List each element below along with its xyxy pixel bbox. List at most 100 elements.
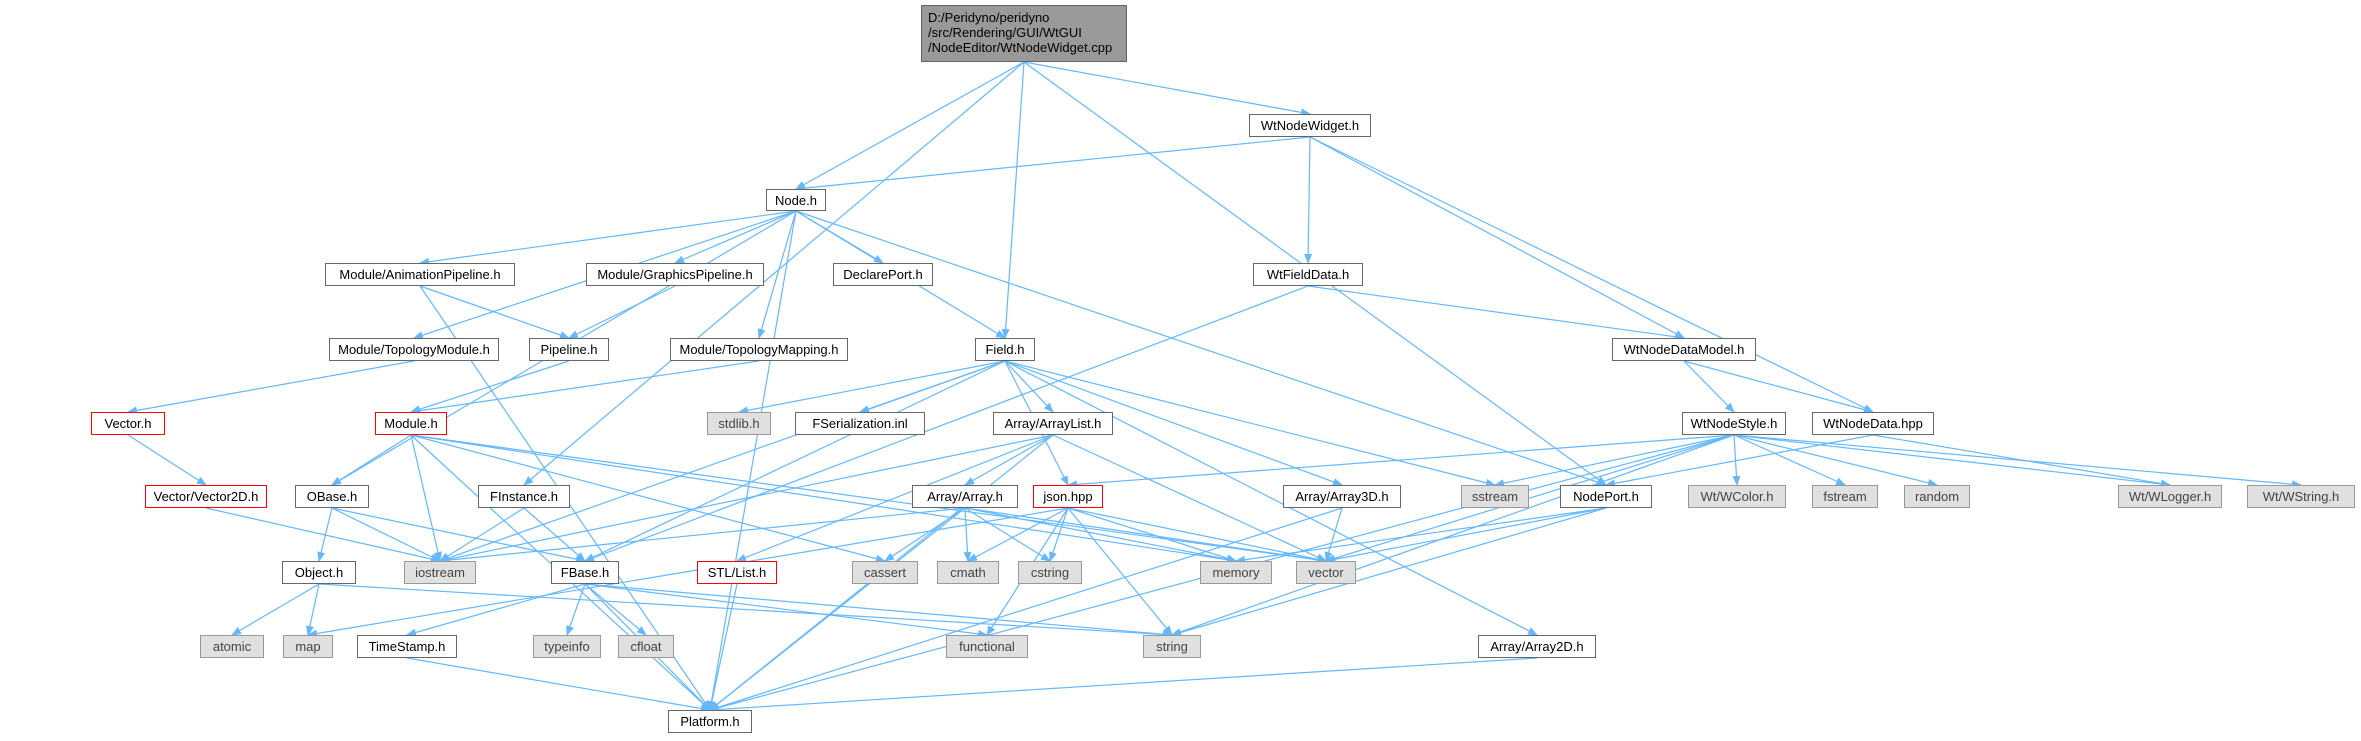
edge-node-h-to-nodeport [795, 210, 1607, 486]
node-timestamp[interactable]: TimeStamp.h [357, 635, 457, 658]
edge-array-h-to-platform [709, 507, 966, 711]
node-typeinfo[interactable]: typeinfo [533, 635, 601, 658]
node-node-h[interactable]: Node.h [766, 189, 826, 211]
edge-fbase-to-typeinfo [566, 583, 586, 636]
node-field-h[interactable]: Field.h [975, 338, 1035, 361]
node-cfloat[interactable]: cfloat [618, 635, 674, 658]
edge-topology-mapping-to-module-h [410, 360, 760, 415]
edge-vector-h-to-vector2d [127, 434, 207, 486]
node-fbase[interactable]: FBase.h [551, 561, 619, 584]
edge-fbase-to-cfloat [584, 583, 647, 636]
edge-node-h-to-animation-pipeline [419, 210, 797, 266]
edge-root-file-node-to-wtnodewidget-h [1023, 61, 1311, 117]
node-fstream[interactable]: fstream [1812, 485, 1878, 508]
edge-wtfielddata-to-fbase [584, 285, 1309, 562]
edge-nodeport-to-string [1171, 507, 1607, 637]
edge-wtnodewidget-h-to-wtnodedata [1309, 136, 1874, 413]
root-path-line-3: /NodeEditor/WtNodeWidget.cpp [928, 40, 1113, 55]
node-wtnodestyle[interactable]: WtNodeStyle.h [1682, 412, 1786, 435]
node-arraylist[interactable]: Array/ArrayList.h [993, 412, 1113, 435]
node-nodeport[interactable]: NodePort.h [1560, 485, 1652, 508]
edge-json-to-memory [1067, 507, 1237, 563]
edge-object-h-to-atomic [231, 583, 320, 636]
edge-wtnodewidget-h-to-node-h [795, 136, 1311, 193]
node-animation-pipeline[interactable]: Module/AnimationPipeline.h [325, 263, 515, 286]
node-vector-h[interactable]: Vector.h [91, 412, 165, 435]
node-wtfielddata[interactable]: WtFieldData.h [1253, 263, 1363, 286]
node-wtlogger[interactable]: Wt/WLogger.h [2118, 485, 2222, 508]
edge-nodeport-to-vector-std [1325, 507, 1607, 564]
edge-fbase-to-string [584, 583, 1173, 639]
edge-module-h-to-iostream [410, 434, 442, 562]
edge-topology-module-to-vector-h [127, 360, 415, 415]
edge-timestamp-to-platform [406, 657, 711, 713]
edge-field-h-to-fbase [584, 360, 1006, 562]
node-array3d[interactable]: Array/Array3D.h [1283, 485, 1401, 508]
node-wtnodewidget-h[interactable]: WtNodeWidget.h [1249, 114, 1371, 137]
edge-module-h-to-vector-std [410, 434, 1327, 564]
node-stdlib[interactable]: stdlib.h [707, 412, 771, 435]
node-module-h[interactable]: Module.h [375, 412, 447, 435]
node-cassert[interactable]: cassert [852, 561, 918, 584]
edge-field-h-to-array2d [1004, 360, 1538, 636]
node-wtnodedatamodel[interactable]: WtNodeDataModel.h [1612, 338, 1756, 361]
edge-json-to-map [307, 507, 1069, 638]
edge-json-to-cmath [967, 507, 1069, 562]
edge-object-h-to-string [318, 583, 1173, 639]
node-pipeline[interactable]: Pipeline.h [529, 338, 609, 361]
node-atomic[interactable]: atomic [200, 635, 264, 658]
node-obase[interactable]: OBase.h [295, 485, 369, 508]
edge-wtnodestyle-to-vector-std [1325, 434, 1735, 563]
node-iostream[interactable]: iostream [404, 561, 476, 584]
edge-node-h-to-graphics-pipeline [674, 210, 797, 264]
node-vector-std[interactable]: vector [1296, 561, 1356, 584]
node-graphics-pipeline[interactable]: Module/GraphicsPipeline.h [586, 263, 764, 286]
node-random[interactable]: random [1904, 485, 1970, 508]
node-fserialization[interactable]: FSerialization.inl [795, 412, 925, 435]
node-platform[interactable]: Platform.h [668, 710, 752, 733]
edge-wtnodewidget-h-to-wtfielddata [1304, 136, 1313, 264]
root-file-node[interactable]: D:/Peridyno/peridyno /src/Rendering/GUI/… [921, 5, 1127, 62]
edge-wtnodestyle-to-fstream [1733, 434, 1846, 486]
node-json[interactable]: json.hpp [1033, 485, 1103, 508]
node-string[interactable]: string [1143, 635, 1201, 658]
node-stl-list[interactable]: STL/List.h [697, 561, 777, 584]
edge-wtnodedatamodel-to-wtnodedata [1683, 360, 1874, 414]
node-array-h[interactable]: Array/Array.h [912, 485, 1018, 508]
edge-array-h-to-cmath [963, 507, 972, 562]
node-memory[interactable]: memory [1200, 561, 1272, 584]
node-array2d[interactable]: Array/Array2D.h [1478, 635, 1596, 658]
edge-array3d-to-vector-std [1324, 507, 1343, 562]
node-cmath[interactable]: cmath [937, 561, 999, 584]
edge-field-h-to-sstream [1004, 360, 1496, 487]
edge-wtnodestyle-to-string [1171, 434, 1735, 636]
edge-wtnodewidget-h-to-wtnodedatamodel [1309, 136, 1685, 339]
edge-module-h-to-cassert [410, 434, 886, 563]
edge-array-h-to-memory [964, 507, 1237, 564]
node-object-h[interactable]: Object.h [282, 561, 356, 584]
edge-pipeline-to-module-h [410, 360, 570, 414]
edge-module-h-to-memory [410, 434, 1237, 564]
edge-finstance-to-fbase [523, 507, 586, 562]
edges-layer [127, 61, 2302, 714]
node-map[interactable]: map [283, 635, 333, 658]
node-vector2d[interactable]: Vector/Vector2D.h [145, 485, 267, 508]
edge-wtnodestyle-to-json [1067, 434, 1735, 489]
edge-obase-to-iostream [331, 507, 441, 562]
node-cstring[interactable]: cstring [1018, 561, 1082, 584]
node-topology-mapping[interactable]: Module/TopologyMapping.h [670, 338, 848, 361]
root-path-line-1: D:/Peridyno/peridyno [928, 10, 1050, 25]
node-finstance[interactable]: FInstance.h [478, 485, 570, 508]
edge-wtnodestyle-to-wtlogger [1733, 434, 2171, 488]
edge-arraylist-to-vector-std [1052, 434, 1327, 562]
edge-array-h-to-vector-std [964, 507, 1327, 564]
node-declare-port[interactable]: DeclarePort.h [833, 263, 933, 286]
node-functional[interactable]: functional [946, 635, 1028, 658]
edge-node-h-to-platform [707, 210, 797, 711]
node-wtstring[interactable]: Wt/WString.h [2247, 485, 2355, 508]
node-wtnodedata[interactable]: WtNodeData.hpp [1812, 412, 1934, 435]
node-sstream[interactable]: sstream [1461, 485, 1529, 508]
node-wtcolor[interactable]: Wt/WColor.h [1688, 485, 1786, 508]
node-topology-module[interactable]: Module/TopologyModule.h [329, 338, 499, 361]
edge-root-file-node-to-field-h [1001, 61, 1025, 339]
